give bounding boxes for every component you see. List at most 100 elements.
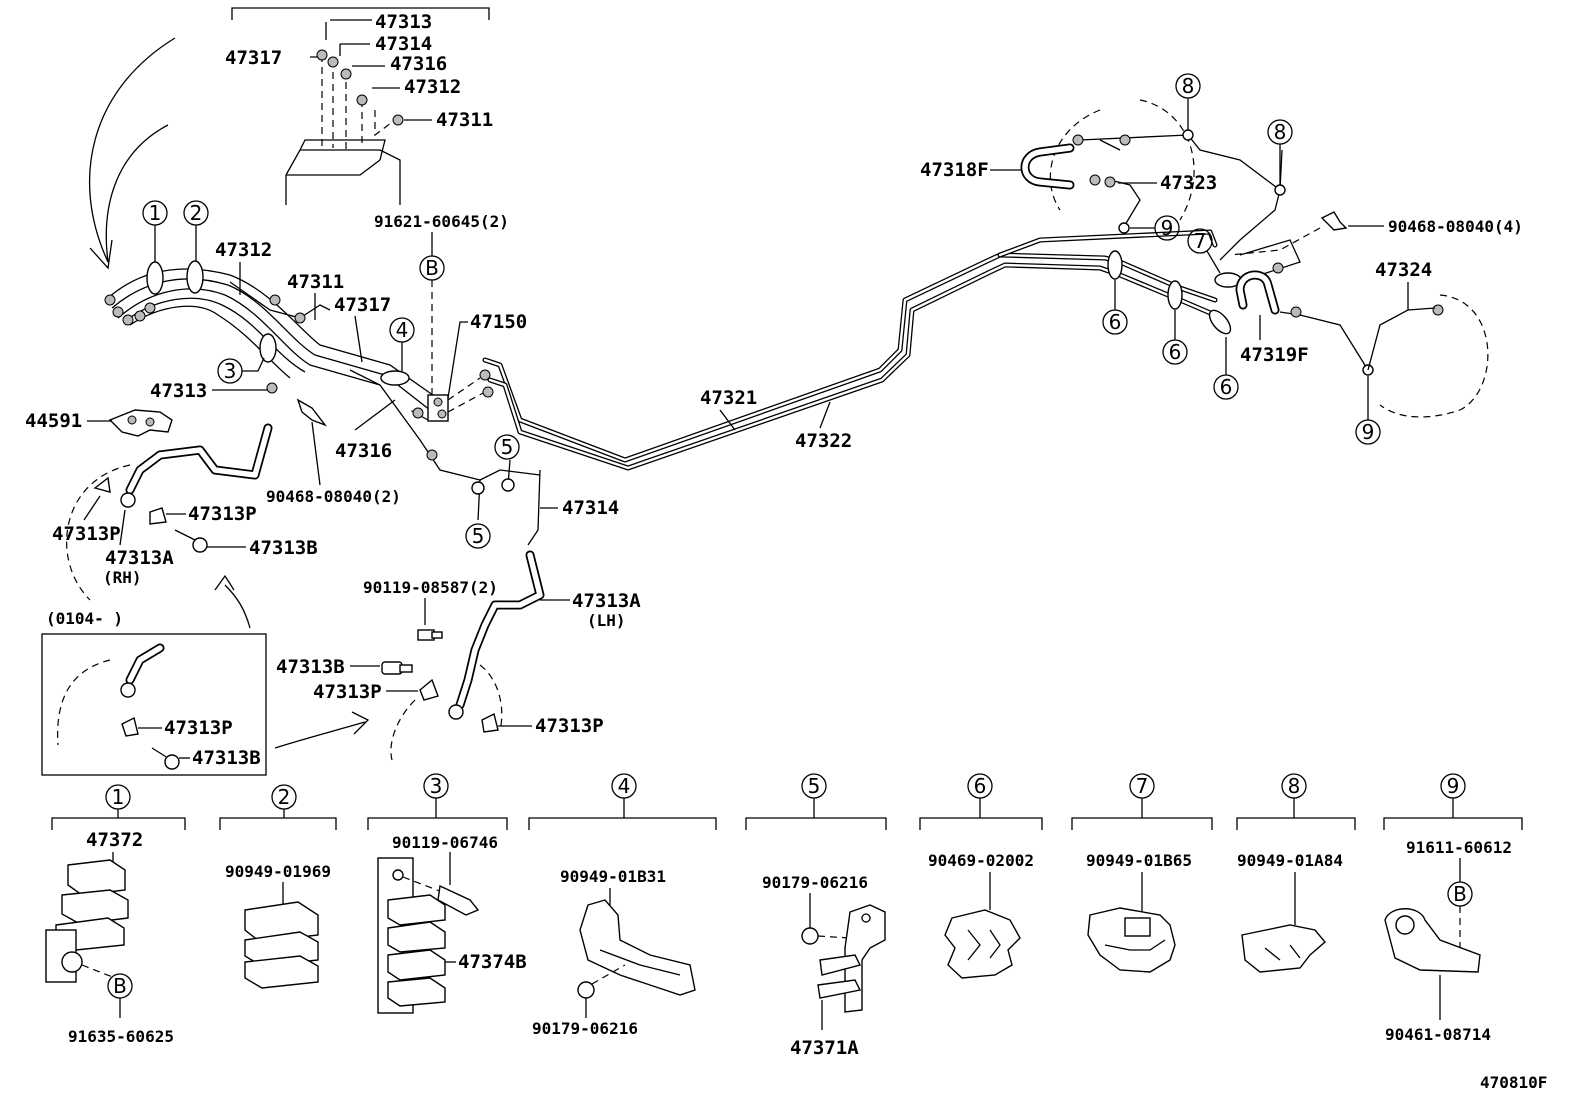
diagram-code: 470810F xyxy=(1480,1073,1547,1092)
date-variant-box xyxy=(41,633,267,776)
label-47311: 47311 xyxy=(287,271,344,293)
group-9: 9 91611-60612 B 90461-08714 xyxy=(1383,773,1523,1044)
label-date-range: (0104- ) xyxy=(46,609,123,628)
clip-47313P-lh xyxy=(419,678,439,701)
label-47150: 47150 xyxy=(470,311,527,333)
hose-47313A-lh xyxy=(448,550,545,720)
label-47316: 47316 xyxy=(335,440,392,462)
label-90461-08714: 90461-08714 xyxy=(1385,1025,1491,1044)
callout-B-top-text: B xyxy=(425,256,439,280)
label-47313P-4: 47313P xyxy=(313,681,382,703)
callout-6a-text: 6 xyxy=(1109,310,1122,334)
clip-47313P-lh-b xyxy=(481,712,499,733)
callout-6c-text: 6 xyxy=(1220,375,1233,399)
label-47317: 47317 xyxy=(334,294,391,316)
callout-7-text: 7 xyxy=(1194,229,1207,253)
label-44591: 44591 xyxy=(25,410,82,432)
group-6-number: 6 xyxy=(974,774,987,798)
group-1: 1 47372 B 91635-60625 xyxy=(45,784,186,1046)
callout-7 xyxy=(1187,228,1213,254)
callout-3-text: 3 xyxy=(224,359,237,383)
label-90468-08040-4: 90468-08040(4) xyxy=(1388,217,1523,236)
clip-47313P-b xyxy=(149,507,167,525)
callout-1-text: 1 xyxy=(149,201,162,225)
callout-8b-text: 8 xyxy=(1274,120,1287,144)
callout-9b-text: 9 xyxy=(1362,420,1375,444)
clamp-6b xyxy=(1167,280,1183,310)
group-2-number: 2 xyxy=(278,785,291,809)
callout-6b-text: 6 xyxy=(1169,340,1182,364)
clamp-6c xyxy=(1208,309,1232,335)
label-91621-60645: 91621-60645(2) xyxy=(374,212,509,231)
group-2: 2 90949-01969 xyxy=(219,784,337,989)
label-47313A-lh: 47313A xyxy=(572,590,641,612)
callout-5b-text: 5 xyxy=(472,524,485,548)
label-47313P-1: 47313P xyxy=(188,503,257,525)
group-4: 4 90949-01B31 90179-06216 xyxy=(528,773,717,1038)
label-47318F: 47318F xyxy=(920,159,989,181)
group-4-number: 4 xyxy=(618,774,631,798)
callout-9a-text: 9 xyxy=(1161,216,1174,240)
clip-90468-08040 xyxy=(296,398,328,427)
label-47317-top: 47317 xyxy=(225,47,282,69)
label-47312: 47312 xyxy=(215,239,272,261)
label-rh: (RH) xyxy=(103,568,142,587)
group-5-number: 5 xyxy=(808,774,821,798)
group-3-number: 3 xyxy=(430,774,443,798)
hose-47313A-rh xyxy=(120,423,273,508)
label-90179-06216-a: 90179-06216 xyxy=(532,1019,638,1038)
group-8-number: 8 xyxy=(1288,774,1301,798)
group-8: 8 90949-01A84 xyxy=(1236,773,1356,973)
rear-wheel-circle-1 xyxy=(1049,99,1195,221)
group-9-number: 9 xyxy=(1447,774,1460,798)
group-3: 3 90119-06746 47374B xyxy=(367,773,527,1014)
label-90469-02002: 90469-02002 xyxy=(928,851,1034,870)
label-91635-60625: 91635-60625 xyxy=(68,1027,174,1046)
label-47313B-1: 47313B xyxy=(249,537,318,559)
clamp-6a xyxy=(1107,250,1123,280)
callout-5b xyxy=(465,523,491,549)
label-47313P-5: 47313P xyxy=(535,715,604,737)
bolt-47313B-3 xyxy=(381,661,413,675)
label-90949-01969: 90949-01969 xyxy=(225,862,331,881)
label-47323: 47323 xyxy=(1160,172,1217,194)
clamp-2 xyxy=(186,260,204,294)
sensor-44591 xyxy=(108,409,173,437)
label-47313A-rh: 47313A xyxy=(105,547,174,569)
label-47313B-2: 47313B xyxy=(192,747,261,769)
group-7: 7 90949-01B65 xyxy=(1071,773,1213,973)
callout-4-text: 4 xyxy=(396,318,409,342)
clamp-4 xyxy=(380,370,410,386)
callout-5a-text: 5 xyxy=(501,435,514,459)
pointer-arrow xyxy=(89,37,176,263)
label-91611-60612: 91611-60612 xyxy=(1406,838,1512,857)
bolt-47313B-box xyxy=(151,747,180,770)
label-47312-top: 47312 xyxy=(404,76,461,98)
label-lh: (LH) xyxy=(587,611,626,630)
label-90119-08587: 90119-08587(2) xyxy=(363,578,498,597)
label-47322: 47322 xyxy=(795,430,852,452)
label-90119-06746: 90119-06746 xyxy=(392,833,498,852)
hose-in-box xyxy=(120,643,165,698)
group-5: 5 90179-06216 47371A xyxy=(745,773,887,1059)
label-47316-top: 47316 xyxy=(390,53,447,75)
label-47313P-3: 47313P xyxy=(164,717,233,739)
group-1-number: 1 xyxy=(112,785,125,809)
label-47374B: 47374B xyxy=(458,951,527,973)
label-90949-01B65: 90949-01B65 xyxy=(1086,851,1192,870)
junction-47150 xyxy=(409,369,494,461)
group-7-number: 7 xyxy=(1136,774,1149,798)
label-47321: 47321 xyxy=(700,387,757,409)
label-47319F: 47319F xyxy=(1240,344,1309,366)
label-90179-06216-b: 90179-06216 xyxy=(762,873,868,892)
callout-5a xyxy=(494,434,520,460)
group-9-B-text: B xyxy=(1453,882,1467,906)
label-47314: 47314 xyxy=(562,497,619,519)
label-47313P-2: 47313P xyxy=(52,523,121,545)
label-90949-01B31: 90949-01B31 xyxy=(560,867,666,886)
label-47311-top: 47311 xyxy=(436,109,493,131)
label-90949-01A84: 90949-01A84 xyxy=(1237,851,1343,870)
callout-8a-text: 8 xyxy=(1182,74,1195,98)
clip-47313P-a xyxy=(93,476,111,493)
